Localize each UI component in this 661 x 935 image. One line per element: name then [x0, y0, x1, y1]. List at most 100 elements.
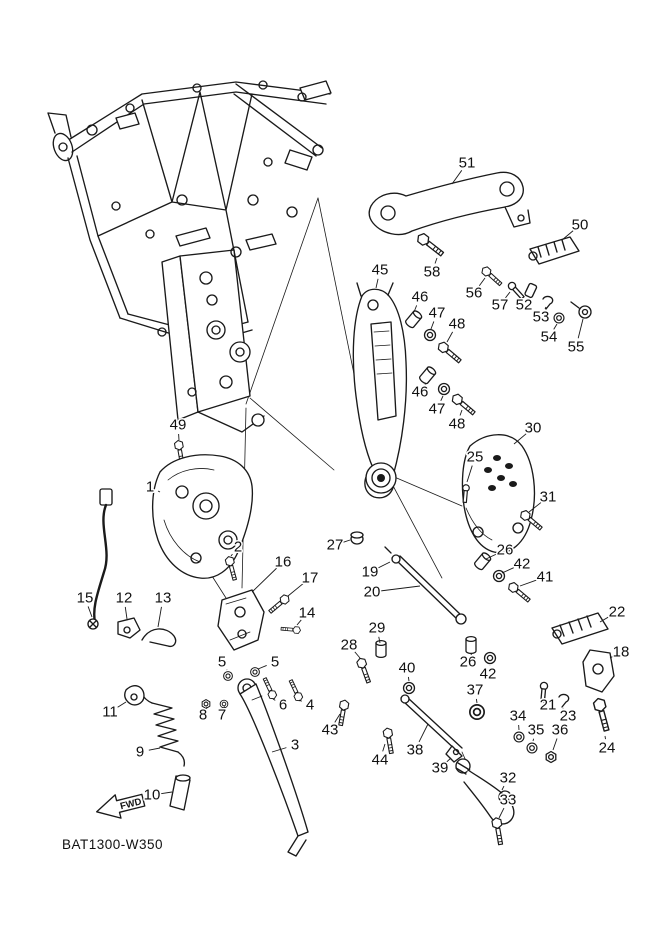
part-number-34: 34	[510, 708, 527, 725]
leader-line-32	[501, 785, 505, 791]
upper-bracket-51	[368, 171, 531, 236]
part-number-48: 48	[449, 316, 466, 333]
part-number-47: 47	[429, 305, 446, 322]
part-number-46: 46	[412, 384, 429, 401]
leader-line-5	[257, 665, 267, 670]
part-number-37: 37	[467, 682, 484, 699]
part-number-24: 24	[599, 740, 616, 757]
leader-line-1	[157, 490, 161, 493]
part-number-21: 21	[540, 697, 557, 714]
leader-line-36	[552, 738, 558, 751]
hook-bracket-11	[124, 685, 145, 706]
part-number-23: 23	[560, 708, 577, 725]
part-number-20: 20	[364, 584, 381, 601]
part-number-35: 35	[528, 722, 545, 739]
part-number-36: 36	[552, 722, 569, 739]
leader-line-48	[446, 331, 454, 343]
diagram-artwork	[47, 80, 615, 857]
part-number-14: 14	[299, 605, 316, 622]
part-number-55: 55	[568, 339, 585, 356]
leader-line-46	[424, 382, 427, 385]
part-number-49: 49	[170, 417, 187, 434]
leader-line-58	[434, 257, 438, 264]
part-number-27: 27	[327, 537, 344, 554]
leader-line-55	[577, 318, 584, 339]
part-number-46: 46	[412, 289, 429, 306]
rubber-10	[169, 774, 191, 811]
part-number-32: 32	[500, 770, 517, 787]
leader-line-53	[544, 306, 547, 310]
part-number-25: 25	[467, 449, 484, 466]
part-number-50: 50	[572, 217, 589, 234]
leader-line-41	[519, 579, 537, 587]
right-bracket-30	[460, 434, 545, 554]
part-number-47: 47	[429, 401, 446, 418]
left-bracket-1	[151, 454, 254, 579]
stand-spring-9	[141, 693, 186, 767]
leader-line-48	[459, 409, 463, 416]
part-number-5: 5	[271, 654, 279, 671]
leader-line-31	[528, 502, 542, 513]
part-number-8: 8	[199, 707, 207, 724]
part-number-28: 28	[341, 637, 358, 654]
shift-rod-38	[400, 694, 463, 763]
part-number-33: 33	[500, 792, 517, 809]
leader-line-17	[287, 583, 304, 597]
part-number-51: 51	[459, 155, 476, 172]
cap-27	[350, 531, 364, 545]
footrest-50-cluster	[414, 231, 592, 324]
part-number-30: 30	[525, 420, 542, 437]
part-number-56: 56	[466, 285, 483, 302]
leader-line-21	[544, 696, 546, 699]
part-number-17: 17	[302, 570, 319, 587]
leader-line-2	[230, 553, 233, 557]
leader-line-35	[532, 738, 535, 742]
leader-line-39	[446, 757, 452, 763]
leader-line-40	[407, 676, 410, 682]
part-number-19: 19	[362, 564, 379, 581]
part-number-29: 29	[369, 620, 386, 637]
leader-line-4	[298, 699, 302, 702]
pedal-32	[455, 758, 515, 846]
part-number-44: 44	[372, 752, 389, 769]
leader-line-50	[561, 230, 574, 241]
part-number-15: 15	[77, 590, 94, 607]
leader-line-3	[271, 747, 287, 753]
leader-line-6	[272, 698, 276, 701]
part-number-48: 48	[449, 416, 466, 433]
pivot-cluster-28-29	[355, 639, 486, 721]
leader-line-43	[334, 713, 341, 723]
part-number-53: 53	[533, 309, 550, 326]
leader-line-46	[413, 305, 418, 313]
leader-line-28	[354, 651, 361, 659]
leader-line-9	[148, 747, 161, 751]
leader-line-42	[501, 567, 514, 574]
leader-line-44	[382, 743, 386, 752]
part-number-52: 52	[516, 297, 533, 314]
part-number-45: 45	[372, 262, 389, 279]
leader-line-14	[296, 619, 302, 626]
frame-artwork	[47, 80, 332, 433]
linkage-rod-19-20	[384, 546, 467, 625]
leader-line-26	[485, 553, 498, 560]
leader-line-25	[466, 465, 473, 483]
leader-line-16	[251, 567, 277, 593]
leader-line-51	[451, 170, 463, 185]
part-number-26: 26	[497, 542, 514, 559]
fwd-arrow	[96, 793, 146, 819]
leader-line-38	[418, 723, 429, 743]
part-number-22: 22	[609, 604, 626, 621]
leader-lines	[87, 170, 614, 819]
leader-line-13	[157, 606, 162, 628]
leader-line-27	[343, 539, 351, 543]
part-number-40: 40	[399, 660, 416, 677]
part-number-41: 41	[537, 569, 554, 586]
side-stand-3	[201, 667, 309, 857]
part-number-18: 18	[613, 644, 630, 661]
leader-line-45	[375, 278, 379, 289]
footrest-22-cluster	[538, 612, 615, 733]
part-number-57: 57	[492, 297, 509, 314]
